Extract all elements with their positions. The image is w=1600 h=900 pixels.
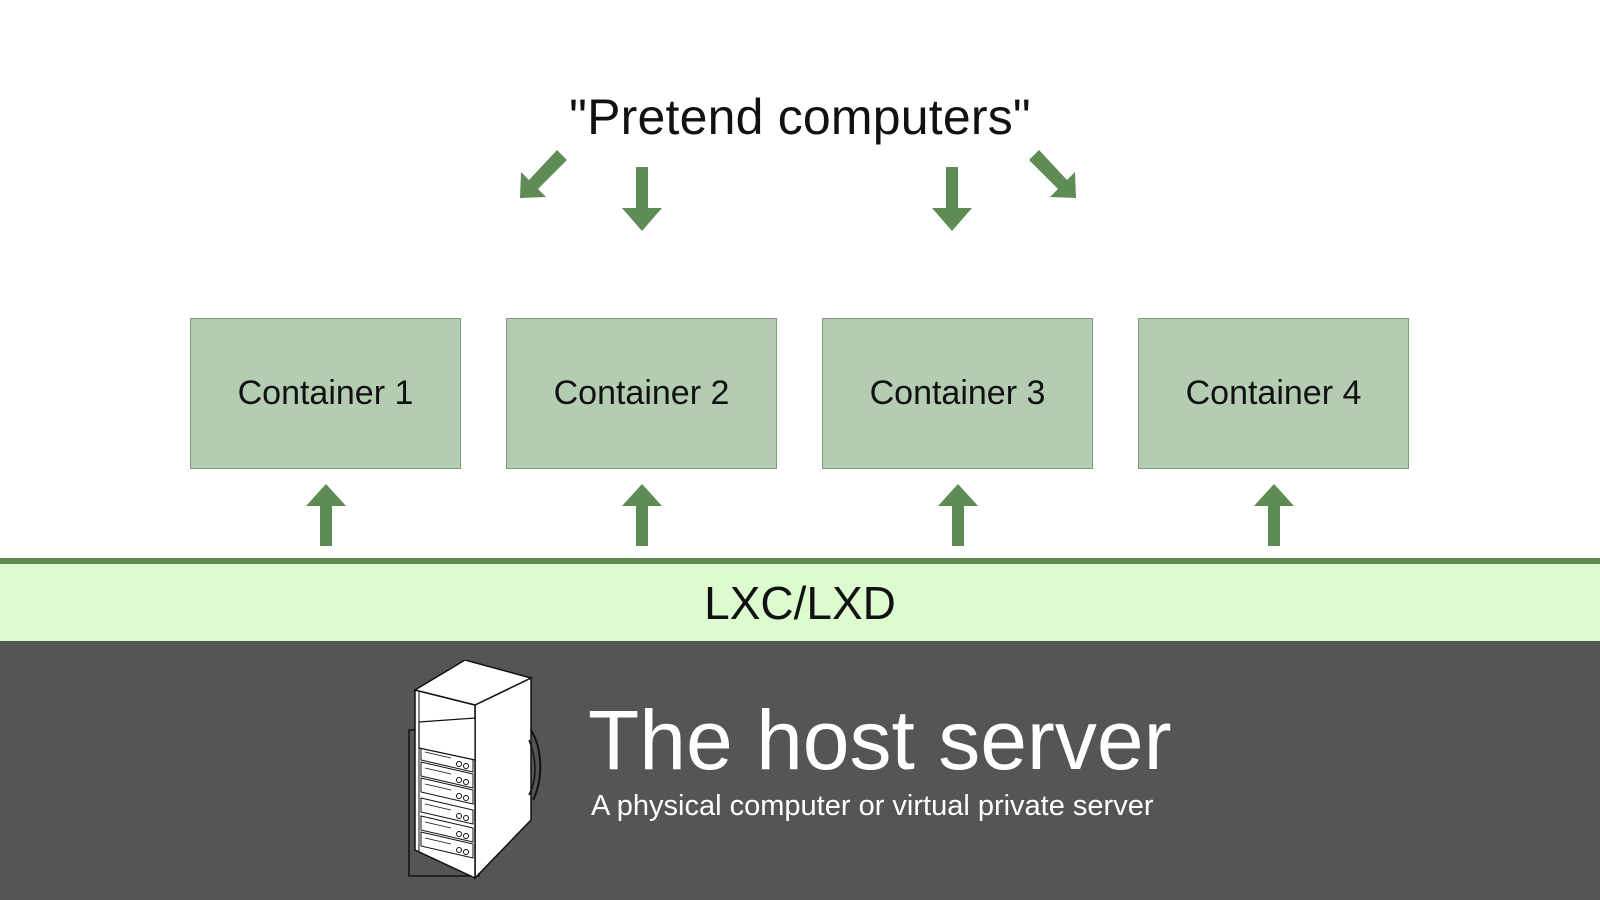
container-box-4: Container 4 [1138,318,1409,469]
container-label: Container 1 [237,374,414,412]
layer-divider [0,558,1600,564]
arrow-up-icon [938,484,978,546]
host-server-title: The host server [588,693,1172,787]
server-rack-icon [408,660,542,880]
container-label: Container 4 [1185,374,1362,412]
arrow-up-icon [306,484,346,546]
host-server-subtitle: A physical computer or virtual private s… [591,790,1154,822]
arrow-down-right-icon [1029,150,1076,198]
arrow-down-icon [622,167,662,231]
arrow-down-left-icon [520,150,567,198]
arrow-up-icon [622,484,662,546]
container-label: Container 3 [869,374,1046,412]
arrow-up-icon [1254,484,1294,546]
lxc-lxd-layer: LXC/LXD [0,564,1600,641]
container-label: Container 2 [553,374,730,412]
container-box-2: Container 2 [506,318,777,469]
layer-label: LXC/LXD [704,576,896,629]
arrow-down-icon [932,167,972,231]
host-server-panel [0,641,1600,900]
container-box-3: Container 3 [822,318,1093,469]
container-box-1: Container 1 [190,318,461,469]
pretend-computers-label: "Pretend computers" [569,89,1031,145]
